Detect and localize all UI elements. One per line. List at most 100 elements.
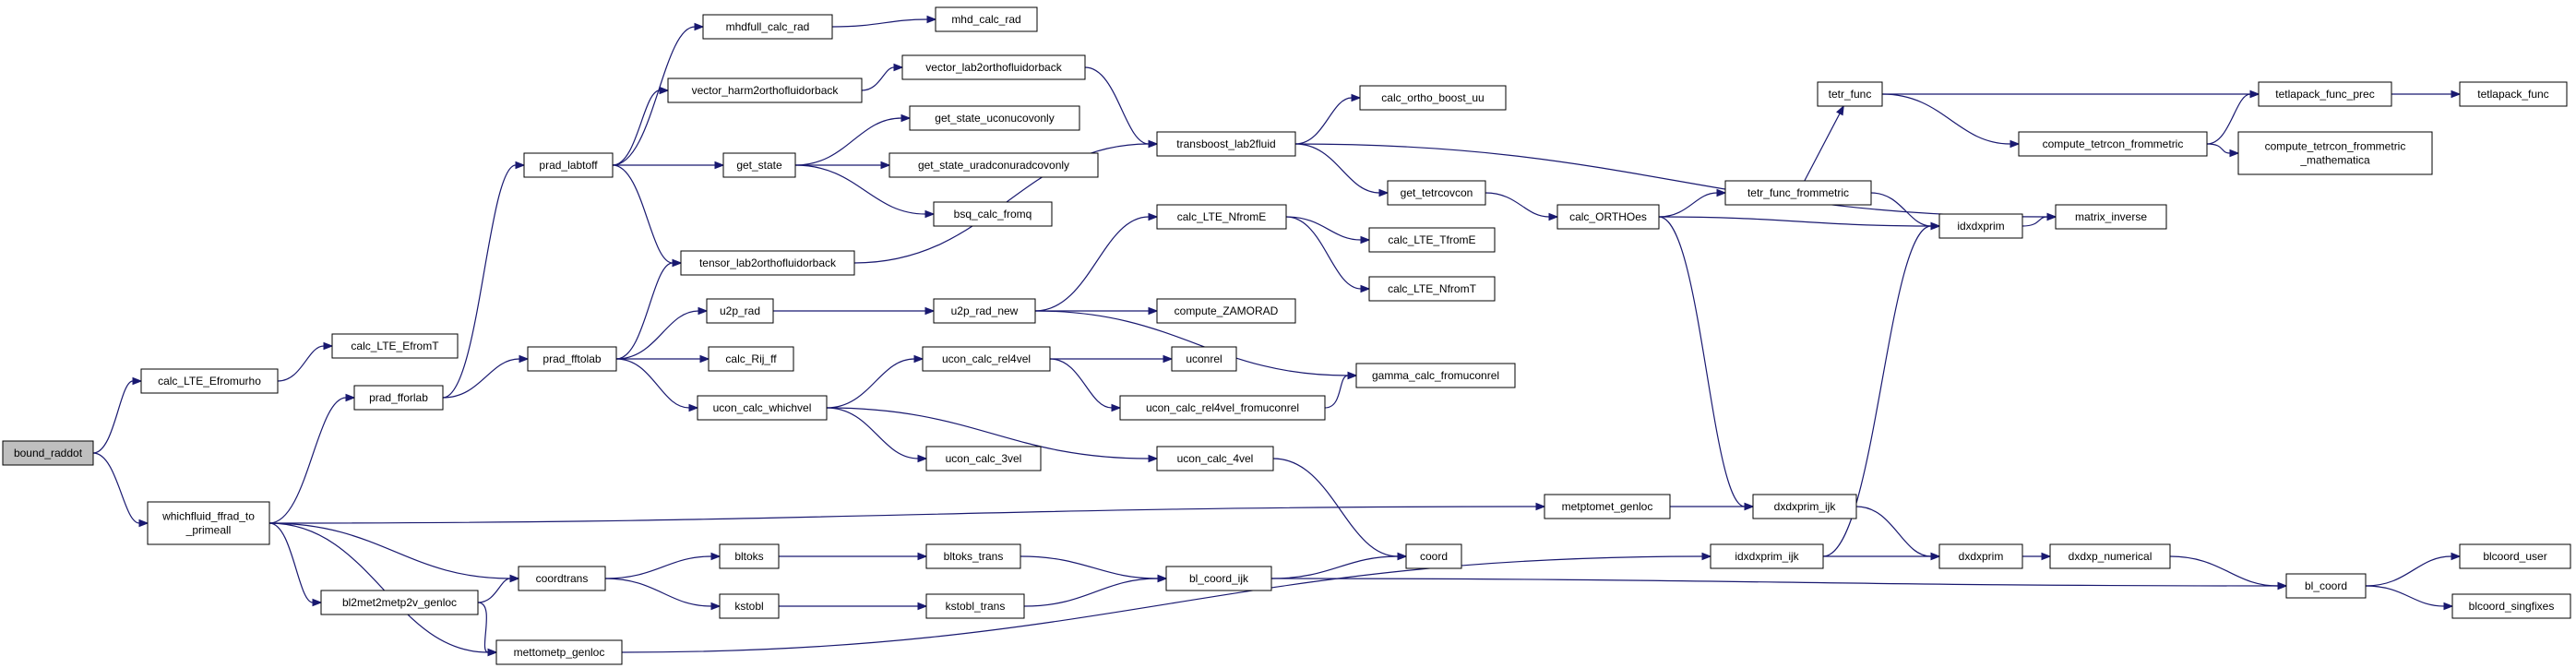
node-kstobl_trans[interactable]: kstobl_trans bbox=[925, 593, 1025, 619]
node-tetr_func[interactable]: tetr_func bbox=[1817, 81, 1883, 107]
node-box bbox=[1938, 543, 2023, 569]
arrow-head-icon bbox=[1157, 574, 1168, 583]
node-box bbox=[523, 152, 614, 178]
node-calc_LTE_Efromurho[interactable]: calc_LTE_Efromurho bbox=[140, 368, 279, 394]
node-bl_coord_ijk[interactable]: bl_coord_ijk bbox=[1165, 566, 1272, 591]
node-calc_LTE_EfromT[interactable]: calc_LTE_EfromT bbox=[331, 333, 459, 359]
node-label: dxdxprim_ijk bbox=[1774, 500, 1837, 513]
node-uconrel[interactable]: uconrel bbox=[1171, 346, 1237, 372]
node-prad_labtoff[interactable]: prad_labtoff bbox=[523, 152, 614, 178]
edge-transboost_lab2fluid-to-get_tetrcovcon bbox=[1294, 143, 1389, 197]
node-label: calc_ORTHOes bbox=[1569, 210, 1647, 223]
node-box bbox=[2459, 543, 2571, 569]
node-get_state[interactable]: get_state bbox=[722, 152, 796, 178]
node-mhd_calc_rad[interactable]: mhd_calc_rad bbox=[935, 6, 1038, 32]
node-calc_ORTHOes[interactable]: calc_ORTHOes bbox=[1556, 204, 1660, 230]
node-vector_lab2orthofluidorback[interactable]: vector_lab2orthofluidorback bbox=[901, 54, 1086, 80]
node-prad_fftolab[interactable]: prad_fftolab bbox=[527, 346, 617, 372]
node-bltoks_trans[interactable]: bltoks_trans bbox=[925, 543, 1021, 569]
arrow-head-icon bbox=[699, 354, 710, 364]
edge-tetr_func_frommetric-to-tetr_func bbox=[1804, 104, 1844, 182]
node-matrix_inverse[interactable]: matrix_inverse bbox=[2055, 204, 2167, 230]
node-label: bl_coord bbox=[2305, 579, 2347, 592]
node-box bbox=[320, 590, 479, 615]
node-kstobl[interactable]: kstobl bbox=[719, 593, 780, 619]
arrow-head-icon bbox=[917, 454, 928, 463]
node-label: mettometp_genloc bbox=[514, 646, 605, 659]
node-vector_harm2orthofluidorback[interactable]: vector_harm2orthofluidorback bbox=[667, 78, 863, 103]
node-ucon_calc_rel4vel_fromuconrel[interactable]: ucon_calc_rel4vel_fromuconrel bbox=[1119, 395, 1326, 421]
node-box bbox=[1387, 180, 1486, 206]
node-label: kstobl bbox=[734, 600, 763, 613]
node-bl2met2metp2v_genloc[interactable]: bl2met2metp2v_genloc bbox=[320, 590, 479, 615]
node-blcoord_singfixes[interactable]: blcoord_singfixes bbox=[2451, 593, 2571, 619]
node-label: blcoord_user bbox=[2483, 550, 2546, 563]
node-dxdxprim[interactable]: dxdxprim bbox=[1938, 543, 2023, 569]
node-idxdxprim_ijk[interactable]: idxdxprim_ijk bbox=[1710, 543, 1824, 569]
node-whichfluid[interactable]: whichfluid_ffrad_to_primeall bbox=[147, 501, 270, 545]
node-box bbox=[1165, 566, 1272, 591]
node-calc_LTE_NfromT[interactable]: calc_LTE_NfromT bbox=[1368, 276, 1496, 302]
arrow-head-icon bbox=[1148, 306, 1159, 316]
node-tensor_lab2orthofluidorback[interactable]: tensor_lab2orthofluidorback bbox=[680, 250, 855, 276]
node-calc_LTE_NfromE[interactable]: calc_LTE_NfromE bbox=[1156, 204, 1287, 230]
node-tetlapack_func_prec[interactable]: tetlapack_func_prec bbox=[2258, 81, 2392, 107]
node-transboost_lab2fluid[interactable]: transboost_lab2fluid bbox=[1156, 131, 1296, 157]
node-label: bsq_calc_fromq bbox=[954, 208, 1032, 221]
arrow-head-icon bbox=[924, 306, 936, 316]
edge-bound_raddot-to-calc_LTE_Efromurho bbox=[92, 376, 143, 454]
node-tetr_func_frommetric[interactable]: tetr_func_frommetric bbox=[1724, 180, 1872, 206]
node-compute_tetrcon_frommetric[interactable]: compute_tetrcon_frommetric bbox=[2018, 131, 2208, 157]
node-bl_coord[interactable]: bl_coord bbox=[2285, 573, 2367, 599]
node-box bbox=[1359, 85, 1507, 111]
node-compute_tetrcon_frommetric_mathematica[interactable]: compute_tetrcon_frommetric_mathematica bbox=[2237, 131, 2433, 175]
node-coord[interactable]: coord bbox=[1405, 543, 1462, 569]
node-idxdxprim[interactable]: idxdxprim bbox=[1938, 213, 2023, 239]
node-bsq_calc_fromq[interactable]: bsq_calc_fromq bbox=[933, 201, 1053, 227]
node-label: bltoks bbox=[734, 550, 763, 563]
node-ucon_calc_rel4vel[interactable]: ucon_calc_rel4vel bbox=[922, 346, 1051, 372]
edge-ucon_calc_rel4vel_fromuconrel-to-gamma_calc_fromuconrel bbox=[1324, 371, 1358, 409]
node-gamma_calc_fromuconrel[interactable]: gamma_calc_fromuconrel bbox=[1355, 363, 1516, 388]
node-calc_LTE_TfromE[interactable]: calc_LTE_TfromE bbox=[1368, 227, 1496, 253]
node-label: calc_Rij_ff bbox=[725, 352, 777, 365]
node-dxdxprim_ijk[interactable]: dxdxprim_ijk bbox=[1752, 494, 1857, 519]
node-get_state_uradconuradcovonly[interactable]: get_state_uradconuradcovonly bbox=[888, 152, 1099, 178]
edge-whichfluid-to-mettometp_genloc bbox=[268, 522, 498, 657]
arrow-head-icon bbox=[698, 306, 709, 316]
edge-vector_lab2orthofluidorback-to-transboost_lab2fluid bbox=[1084, 66, 1159, 149]
node-blcoord_user[interactable]: blcoord_user bbox=[2459, 543, 2571, 569]
node-label: idxdxprim bbox=[1957, 220, 2004, 233]
node-mhdfull_calc_rad[interactable]: mhdfull_calc_rad bbox=[702, 14, 833, 40]
node-label: calc_LTE_NfromT bbox=[1388, 282, 1476, 295]
edge-bl_coord_ijk-to-coord bbox=[1270, 552, 1408, 579]
node-label: prad_labtoff bbox=[539, 159, 598, 172]
node-tetlapack_func[interactable]: tetlapack_func bbox=[2459, 81, 2568, 107]
arrow-head-icon bbox=[926, 15, 937, 24]
node-ucon_calc_whichvel[interactable]: ucon_calc_whichvel bbox=[697, 395, 828, 421]
node-bound_raddot[interactable]: bound_raddot bbox=[2, 440, 94, 466]
node-label: calc_LTE_TfromE bbox=[1388, 233, 1475, 246]
node-coordtrans[interactable]: coordtrans bbox=[518, 566, 606, 591]
node-get_tetrcovcon[interactable]: get_tetrcovcon bbox=[1387, 180, 1486, 206]
node-prad_fforlab[interactable]: prad_fforlab bbox=[353, 385, 444, 411]
node-mettometp_genloc[interactable]: mettometp_genloc bbox=[495, 639, 623, 665]
node-calc_Rij_ff[interactable]: calc_Rij_ff bbox=[708, 346, 794, 372]
node-ucon_calc_4vel[interactable]: ucon_calc_4vel bbox=[1156, 446, 1274, 471]
node-label: coord bbox=[1420, 550, 1448, 563]
node-calc_ortho_boost_uu[interactable]: calc_ortho_boost_uu bbox=[1359, 85, 1507, 111]
node-ucon_calc_3vel[interactable]: ucon_calc_3vel bbox=[925, 446, 1042, 471]
node-box bbox=[2285, 573, 2367, 599]
node-metptomet_genloc[interactable]: metptomet_genloc bbox=[1544, 494, 1671, 519]
node-box bbox=[933, 298, 1036, 324]
function-nodes: bound_raddot calc_LTE_Efromurho calc_LTE_E… bbox=[2, 6, 2571, 665]
node-bltoks[interactable]: bltoks bbox=[719, 543, 780, 569]
node-dxdxp_numerical[interactable]: dxdxp_numerical bbox=[2049, 543, 2171, 569]
edge-prad_fftolab-to-u2p_rad bbox=[615, 306, 709, 360]
edge-prad_labtoff-to-vector_harm2orthofluidorback bbox=[612, 86, 670, 166]
node-label: whichfluid_ffrad_to bbox=[161, 510, 255, 523]
node-get_state_uconucovonly[interactable]: get_state_uconucovonly bbox=[909, 105, 1080, 131]
node-compute_ZAMORAD[interactable]: compute_ZAMORAD bbox=[1156, 298, 1296, 324]
node-u2p_rad[interactable]: u2p_rad bbox=[706, 298, 774, 324]
node-u2p_rad_new[interactable]: u2p_rad_new bbox=[933, 298, 1036, 324]
